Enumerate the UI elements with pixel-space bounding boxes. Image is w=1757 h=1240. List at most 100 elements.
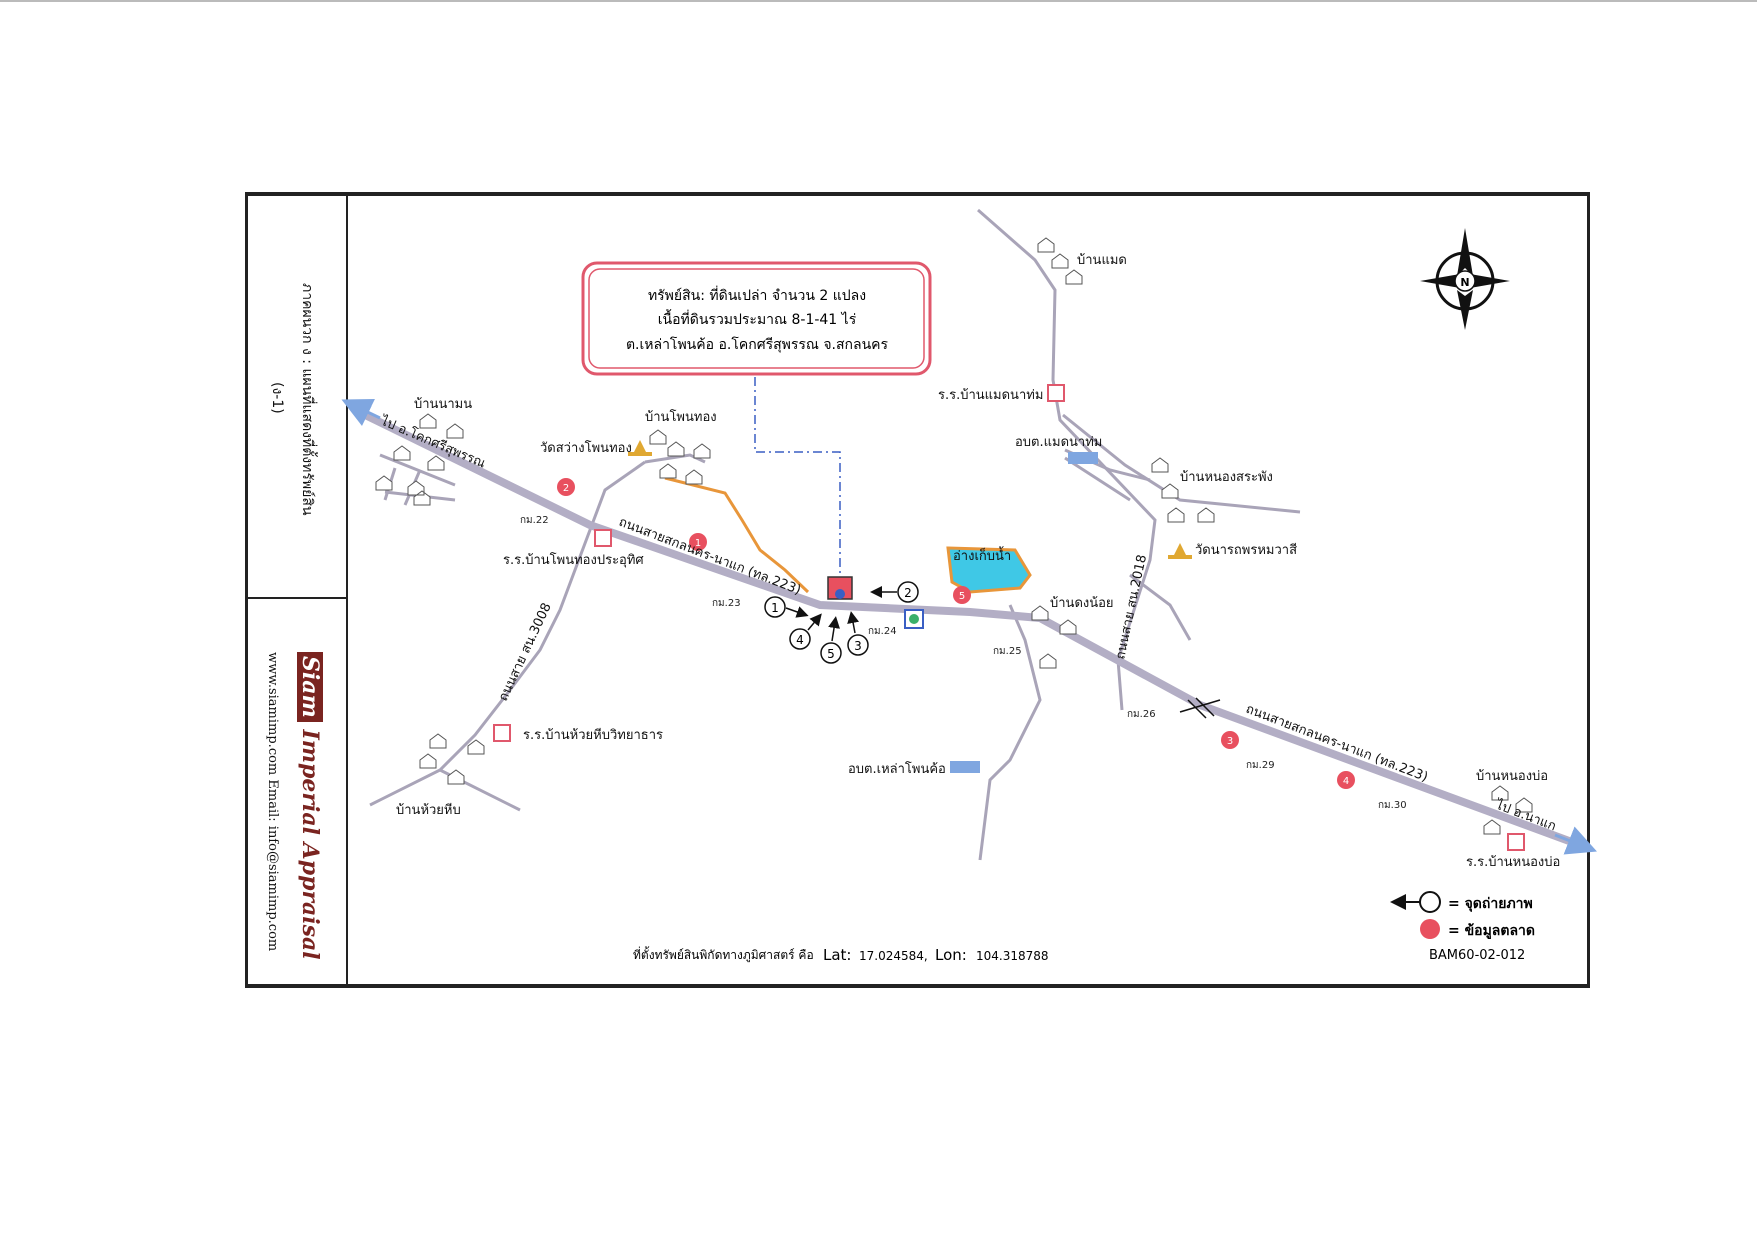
road-3008 [369, 460, 646, 807]
lat-value: 17.024584, [859, 949, 928, 963]
gas-station-dot [909, 614, 919, 624]
photo-points: 1 2 3 4 5 [764, 581, 919, 664]
km-marker: กม.25 [993, 646, 1022, 657]
house-icon [1151, 457, 1215, 523]
sidebar [245, 192, 348, 988]
house-icon [375, 413, 464, 506]
arrow-to-na-kae [1554, 826, 1597, 855]
label-main-road-west: ถนนสายสกลนคร-นาแก (ทล.223) [617, 515, 803, 598]
road-nong-sa-phang [1062, 413, 1301, 514]
label-school-phon-thong: ร.ร.บ้านโพนทองประอุทิศ [503, 552, 644, 568]
label-wat-sawang: วัดสว่างโพนทอง [540, 440, 632, 456]
label-ban-na-mon: บ้านนามน [414, 397, 472, 412]
km-marker: กม.24 [868, 626, 897, 637]
label-ban-phon-thong: บ้านโพนทอง [645, 409, 717, 425]
road-2018 [977, 208, 1157, 711]
road-obt-south [978, 604, 1042, 861]
village-houses [375, 237, 1533, 835]
label-school-huai-hip: ร.ร.บ้านห้วยหีบวิทยาธาร [523, 727, 663, 743]
label-school-nong-bo: ร.ร.บ้านหนองบ่อ [1466, 855, 1560, 870]
lon-value: 104.318788 [976, 949, 1049, 963]
label-reservoir: อ่างเก็บน้ำ [953, 546, 1011, 564]
lat-label: Lat: [823, 946, 851, 964]
sidebar-divider [245, 597, 348, 599]
km-marker: กม.26 [1127, 709, 1156, 720]
road-phon-thong [644, 453, 706, 464]
coords-prefix: ที่ตั้งทรัพย์สินพิกัดทางภูมิศาสตร์ คือ [633, 946, 814, 963]
school-icon [493, 724, 511, 742]
photo-point-4-label: 4 [796, 633, 804, 647]
km-marker: กม.22 [520, 515, 549, 526]
label-road-2018: ถนนสาย สน.2018 [1113, 553, 1150, 660]
compass-icon: N [1420, 228, 1510, 330]
market-point-5-label: 5 [959, 591, 965, 602]
bridge-icon [1179, 697, 1221, 719]
leader-line [754, 377, 841, 575]
label-ban-dong-noi: บ้านดงน้อย [1050, 596, 1114, 611]
house-icon [1031, 605, 1077, 669]
legend-photo-icon [1419, 891, 1441, 913]
road-dong-noi [1129, 573, 1192, 641]
photo-point-5 [820, 642, 842, 664]
info-box-outer [581, 261, 932, 376]
label-ban-maet: บ้านแมด [1077, 253, 1127, 268]
obt-building-icon [950, 761, 980, 773]
reservoir [946, 546, 1032, 594]
obt-building-icon [1068, 452, 1098, 464]
market-point-1 [689, 533, 707, 551]
doc-code: BAM60-02-012 [1429, 948, 1525, 963]
label-ban-nong-bo: บ้านหนองบ่อ [1476, 769, 1548, 784]
house-icon [1037, 237, 1083, 285]
info-line-2: เนื้อที่ดินรวมประมาณ 8-1-41 ไร่ [658, 309, 857, 328]
property-boundary [664, 476, 810, 594]
school-icon [1507, 833, 1525, 851]
info-line-1: ทรัพย์สิน: ที่ดินเปล่า จำนวน 2 แปลง [648, 286, 866, 304]
main-road-223 [353, 406, 1582, 849]
label-ban-huai-hip: บ้านห้วยหีบ [396, 802, 461, 818]
photo-point-5-label: 5 [827, 647, 835, 661]
house-icon [419, 733, 485, 785]
label-obt-lao-phon-kho: อบต.เหล่าโพนค้อ [848, 761, 946, 777]
subject-dot [835, 589, 845, 599]
legend-market-icon [1420, 919, 1440, 939]
school-icon [594, 529, 612, 547]
compass-north: N [1460, 276, 1469, 289]
map-frame [245, 192, 1590, 988]
label-obt-maet: อบต.แมดนาท่ม [1015, 435, 1102, 450]
photo-point-3 [847, 634, 869, 656]
house-icon [1483, 785, 1533, 835]
legend-market-label: = ข้อมูลตลาด [1448, 923, 1535, 939]
info-line-3: ต.เหล่าโพนค้อ อ.โคกศรีสุพรรณ จ.สกลนคร [626, 336, 889, 353]
school-icon [1047, 384, 1065, 402]
market-point-2 [557, 478, 575, 496]
market-point-5 [953, 586, 971, 604]
label-school-maet: ร.ร.บ้านแมดนาท่ม [938, 388, 1043, 403]
arrow-to-kok-si [341, 398, 381, 427]
market-point-4-label: 4 [1343, 776, 1349, 787]
market-points: 1 2 3 4 5 [557, 478, 1355, 789]
market-point-4 [1337, 771, 1355, 789]
label-road-3008: ถนนสาย สน.3008 [496, 601, 555, 704]
km-marker: กม.30 [1378, 800, 1407, 811]
photo-point-3-label: 3 [854, 639, 862, 653]
market-point-3 [1221, 731, 1239, 749]
house-icon [649, 429, 711, 485]
label-wat-narot: วัดนารถพรหมวาสี [1195, 542, 1297, 558]
km-marker: กม.29 [1246, 760, 1275, 771]
photo-point-4 [789, 628, 811, 650]
label-main-road-east: ถนนสายสกลนคร-นาแก (ทล.223) [1244, 702, 1430, 785]
photo-point-2-label: 2 [904, 586, 912, 600]
info-box-inner [588, 268, 925, 369]
scan-edge [0, 0, 1757, 2]
market-point-3-label: 3 [1227, 736, 1233, 747]
photo-point-2 [897, 581, 919, 603]
lon-label: Lon: [935, 946, 967, 964]
school-icons [493, 384, 1525, 851]
label-ban-nong-sa-phang: บ้านหนองสระพัง [1180, 470, 1273, 485]
legend: = จุดถ่ายภาพ = ข้อมูลตลาด [1390, 891, 1535, 939]
photo-point-1-label: 1 [771, 601, 779, 615]
temple-icon [628, 440, 652, 456]
road-branch-east [1064, 456, 1131, 502]
legend-photo-label: = จุดถ่ายภาพ [1448, 896, 1533, 912]
